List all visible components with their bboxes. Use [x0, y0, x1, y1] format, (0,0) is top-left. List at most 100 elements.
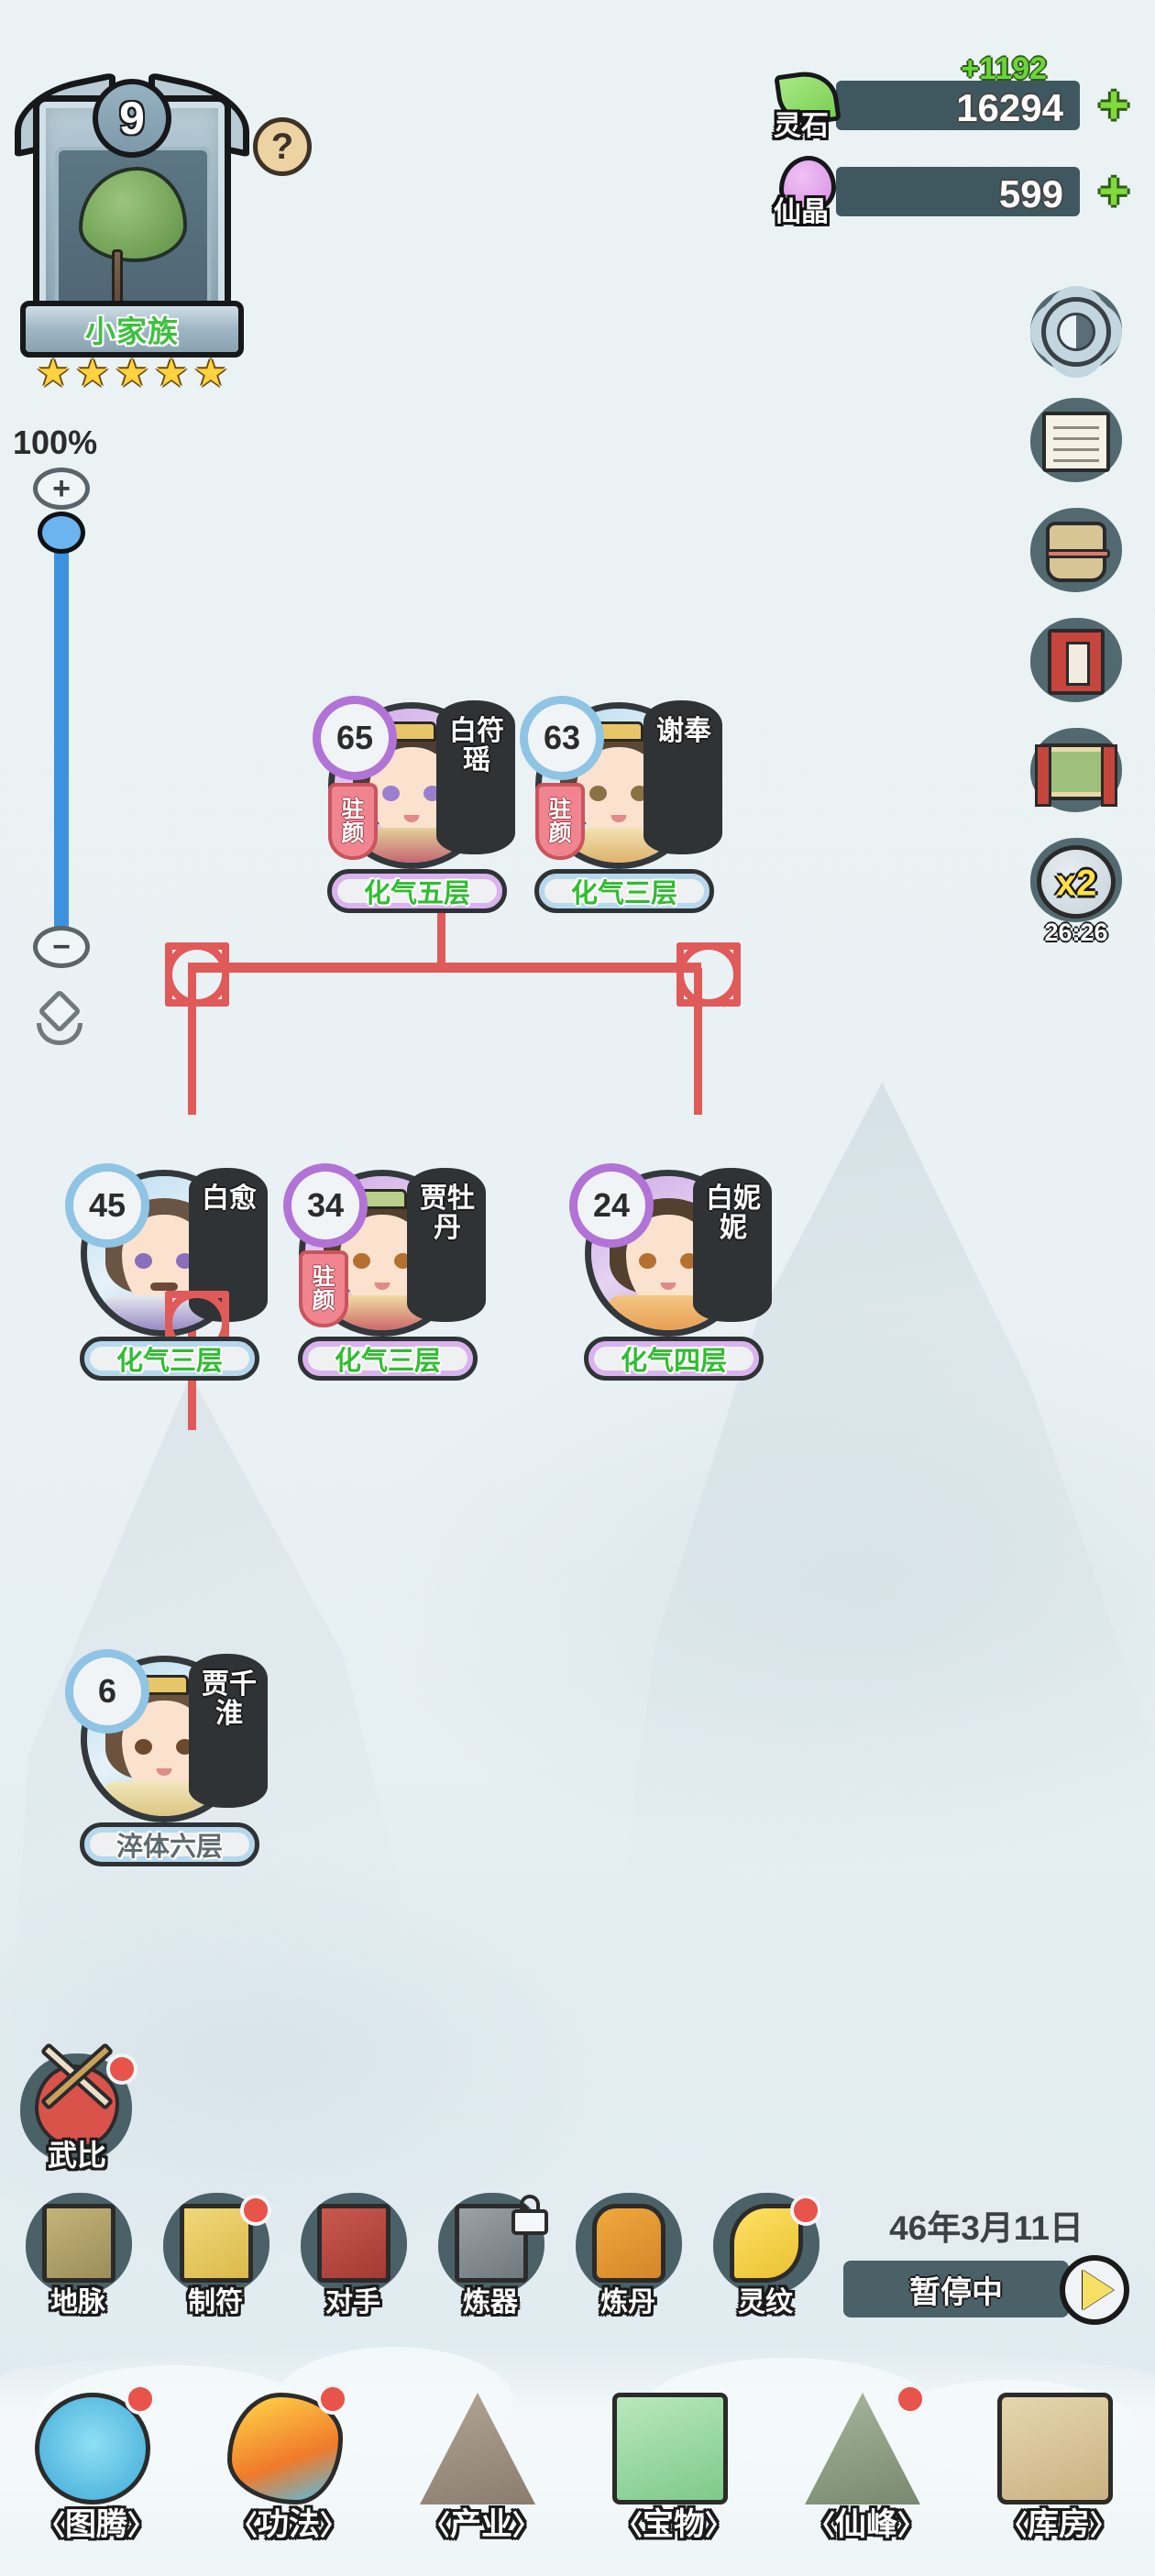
add-immortal-crystal-button[interactable]: + — [1098, 161, 1129, 221]
martial-contest-button[interactable]: 武比 — [13, 2042, 141, 2191]
speed-x2-icon[interactable]: x2 26:26 — [1027, 836, 1126, 946]
character-age-badge: 45 — [73, 1172, 141, 1239]
play-button[interactable] — [1060, 2255, 1129, 2325]
martial-contest-label: 武比 — [47, 2139, 106, 2172]
records-book-icon[interactable] — [1027, 396, 1126, 488]
nav-label: 〈功法〉 — [230, 2507, 347, 2542]
tree-knot-child — [165, 1291, 229, 1355]
tool-label: 制符 — [188, 2287, 243, 2317]
recenter-icon[interactable] — [37, 988, 86, 1045]
notification-dot — [106, 2053, 138, 2085]
resource-gain: +1192 — [961, 51, 1047, 86]
resource-row-spirit-stone[interactable]: 灵石 +1192 16294 + — [768, 51, 1135, 141]
character-rank-label: 化气三层 — [334, 1347, 441, 1376]
help-button[interactable]: ? — [253, 117, 312, 176]
play-icon — [1083, 2270, 1114, 2310]
character-name: 白符瑶 — [449, 716, 504, 776]
add-spirit-stone-button[interactable]: + — [1098, 75, 1129, 135]
notification-dot — [790, 2195, 821, 2226]
tool-label: 炼器 — [463, 2287, 518, 2317]
family-name-banner: 小家族 — [20, 301, 244, 358]
nav-button-peak[interactable]: 〈仙峰〉 — [770, 2383, 962, 2567]
character-rank-label: 淬体六层 — [116, 1833, 223, 1862]
nav-button-warehouse[interactable]: 〈库房〉 — [962, 2383, 1155, 2567]
notification-dot — [240, 2195, 271, 2226]
plaque-icon[interactable] — [1027, 726, 1126, 818]
character-card[interactable]: 白符瑶 65 驻颜 化气五层 — [321, 697, 515, 913]
willow-tree-icon — [79, 167, 187, 262]
name-ink-blob — [644, 700, 722, 854]
pause-state-badge[interactable]: 暂停中 — [843, 2261, 1069, 2317]
name-ink-blob — [436, 700, 515, 854]
tool-button-alchemy[interactable]: 炼丹 — [559, 2191, 697, 2338]
character-buff-badge[interactable]: 驻颜 — [299, 1250, 348, 1327]
character-card[interactable]: 贾牡丹 34 驻颜 化气三层 — [292, 1164, 486, 1381]
resource-value: 16294 — [956, 86, 1063, 129]
character-rank-pill: 化气五层 — [327, 869, 507, 913]
pause-state-label: 暂停中 — [909, 2274, 1003, 2310]
nav-label: 〈产业〉 — [423, 2507, 540, 2542]
character-buff-badge[interactable]: 驻颜 — [328, 783, 378, 860]
red-book-icon[interactable] — [1027, 616, 1126, 708]
character-card[interactable]: 谢奉 63 驻颜 化气三层 — [528, 697, 722, 913]
immortal-crystal-icon — [768, 152, 847, 227]
family-tree: 白符瑶 65 驻颜 化气五层 谢奉 63 驻颜 — [0, 697, 917, 1980]
character-name: 贾千淮 — [202, 1669, 257, 1729]
character-rank-pill: 化气三层 — [298, 1337, 478, 1381]
tool-label: 对手 — [325, 2287, 380, 2317]
tool-button-leyline[interactable]: 地脉 — [9, 2191, 147, 2338]
settings-gear-icon[interactable] — [1027, 286, 1126, 378]
warehouse-icon — [997, 2393, 1113, 2504]
resource-value: 599 — [998, 172, 1063, 215]
nav-button-treasure[interactable]: 〈宝物〉 — [578, 2383, 770, 2567]
character-buff-badge[interactable]: 驻颜 — [535, 783, 585, 860]
character-card[interactable]: 贾千淮 6 淬体六层 — [73, 1650, 268, 1866]
character-rank-pill: 化气四层 — [584, 1337, 764, 1381]
rank-star-icon: ★ — [154, 351, 189, 394]
character-rank-pill: 淬体六层 — [80, 1822, 259, 1866]
family-crest[interactable]: 9 小家族 ★★★★★ — [13, 48, 251, 405]
name-ink-blob — [407, 1168, 486, 1322]
zoom-percent-label: 100% — [13, 424, 98, 461]
talisman-icon — [180, 2204, 253, 2283]
rank-star-icon: ★ — [115, 351, 149, 394]
tree-link-horizontal — [188, 963, 701, 973]
character-card[interactable]: 白妮妮 24 化气四层 — [578, 1164, 772, 1381]
tool-label: 地脉 — [50, 2287, 105, 2317]
notification-dot — [895, 2383, 926, 2415]
character-rank-label: 化气三层 — [570, 879, 677, 908]
tool-button-forging[interactable]: 炼器 — [422, 2191, 559, 2338]
character-name: 贾牡丹 — [420, 1183, 475, 1243]
tool-label: 灵纹 — [738, 2287, 793, 2317]
nav-button-technique[interactable]: 〈功法〉 — [192, 2383, 385, 2567]
character-rank-label: 化气四层 — [620, 1347, 727, 1376]
tree-knot-left — [165, 942, 229, 1007]
treasure-jade-icon — [612, 2393, 728, 2504]
tool-button-rival[interactable]: 对手 — [284, 2191, 422, 2338]
name-ink-blob — [189, 1654, 268, 1808]
character-age-badge: 63 — [528, 704, 596, 772]
tree-link-vertical — [437, 880, 446, 967]
zoom-out-button[interactable]: − — [33, 926, 90, 968]
resource-row-immortal-crystal[interactable]: 仙晶 599 + — [768, 152, 1135, 227]
tool-button-talisman[interactable]: 制符 — [147, 2191, 284, 2338]
zoom-control-panel[interactable]: 100% + − — [7, 424, 126, 1056]
nav-button-totem[interactable]: 〈图腾〉 — [0, 2383, 192, 2567]
scroll-sack-icon[interactable] — [1027, 506, 1126, 598]
character-card[interactable]: 白愈 45 化气三层 — [73, 1164, 268, 1381]
rival-gate-icon — [317, 2204, 390, 2283]
family-rank-stars: ★★★★★ — [13, 354, 251, 392]
tool-button-row: 地脉 制符 对手 炼器 炼丹 灵纹 — [9, 2191, 843, 2338]
tree-trunk-icon — [112, 249, 123, 306]
nav-button-industry[interactable]: 〈产业〉 — [385, 2383, 578, 2567]
tree-link-vertical — [188, 968, 196, 1115]
resource-bar — [836, 81, 1080, 130]
game-date-label: 46年3月11日 — [889, 2209, 1084, 2247]
nav-label: 〈仙峰〉 — [808, 2507, 925, 2542]
notification-dot — [125, 2383, 156, 2415]
crest-emblem-panel — [55, 147, 211, 315]
tool-button-spirit-rune[interactable]: 灵纹 — [697, 2191, 834, 2338]
zoom-slider-track[interactable] — [54, 519, 69, 968]
zoom-in-button[interactable]: + — [33, 468, 90, 510]
zoom-slider-knob[interactable] — [38, 512, 85, 554]
